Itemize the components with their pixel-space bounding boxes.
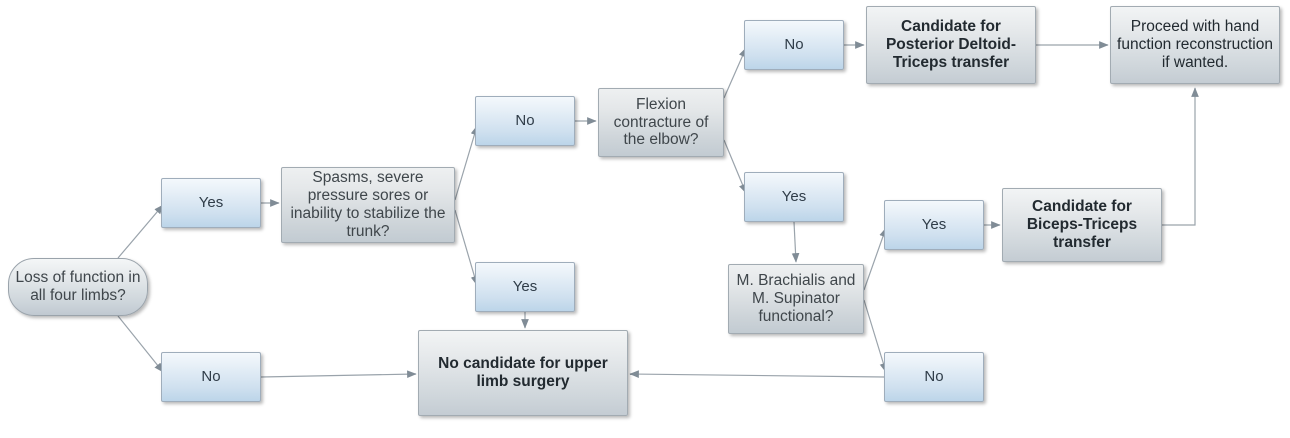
node-no-spasms-label: No — [515, 112, 535, 130]
node-no-four-limbs-label: No — [201, 368, 221, 386]
node-proceed-hand-function-label: Proceed with hand function reconstructio… — [1117, 18, 1273, 71]
node-no-candidate-outcome[interactable]: No candidate for upper limb surgery — [418, 330, 628, 416]
node-no-candidate-outcome-label: No candidate for upper limb surgery — [438, 355, 608, 390]
edge-start-no1 — [117, 315, 164, 373]
node-flexion-question-label: Flexion contracture of the elbow? — [613, 95, 709, 149]
node-yes-brachialis-label: Yes — [921, 216, 947, 234]
node-biceps-triceps-outcome-label: Candidate for Biceps-Triceps transfer — [1026, 198, 1138, 251]
node-no-four-limbs[interactable]: No — [161, 352, 261, 402]
edge-biceps-proceed — [1162, 87, 1199, 226]
node-proceed-hand-function[interactable]: Proceed with hand function reconstructio… — [1110, 6, 1280, 84]
node-spasms-question[interactable]: Spasms, severe pressure sores or inabili… — [281, 167, 455, 243]
node-no-spasms[interactable]: No — [475, 96, 575, 146]
node-no-brachialis[interactable]: No — [884, 352, 984, 402]
node-yes-spasms-label: Yes — [512, 278, 538, 296]
edge-no4-nocand — [629, 370, 885, 378]
edge-spasms-no2 — [454, 125, 479, 201]
node-deltoid-triceps-outcome-label: Candidate for Posterior Deltoid-Triceps … — [885, 18, 1017, 71]
node-no-flexion-label: No — [784, 36, 804, 54]
node-brachialis-supinator-question-label: M. Brachialis and M. Supinator functiona… — [736, 272, 856, 325]
node-yes-four-limbs[interactable]: Yes — [161, 178, 261, 228]
node-start-label: Loss of function in all four limbs? — [15, 269, 141, 304]
node-no-flexion[interactable]: No — [744, 20, 844, 70]
node-yes-brachialis[interactable]: Yes — [884, 200, 984, 250]
edge-start-yes1 — [117, 204, 164, 259]
edge-brachialis-yes4 — [863, 227, 887, 291]
node-yes-four-limbs-label: Yes — [198, 194, 224, 212]
edge-no1-nocand — [260, 370, 417, 379]
node-deltoid-triceps-outcome[interactable]: Candidate for Posterior Deltoid-Triceps … — [866, 6, 1036, 84]
edge-flexion-no3 — [723, 47, 747, 99]
node-yes-flexion-label: Yes — [781, 188, 807, 206]
node-start[interactable]: Loss of function in all four limbs? — [8, 258, 148, 316]
node-spasms-question-label: Spasms, severe pressure sores or inabili… — [290, 169, 446, 240]
edge-flexion-yes3 — [723, 139, 747, 194]
node-yes-spasms[interactable]: Yes — [475, 262, 575, 312]
edge-brachialis-no4 — [863, 299, 888, 373]
node-brachialis-supinator-question[interactable]: M. Brachialis and M. Supinator functiona… — [728, 264, 864, 334]
edge-yes3-brachialis — [791, 221, 800, 263]
node-no-brachialis-label: No — [924, 368, 944, 386]
node-flexion-question[interactable]: Flexion contracture of the elbow? — [598, 88, 724, 157]
node-yes-flexion[interactable]: Yes — [744, 172, 844, 222]
edge-spasms-yes2 — [454, 209, 479, 286]
node-biceps-triceps-outcome[interactable]: Candidate for Biceps-Triceps transfer — [1002, 188, 1162, 262]
